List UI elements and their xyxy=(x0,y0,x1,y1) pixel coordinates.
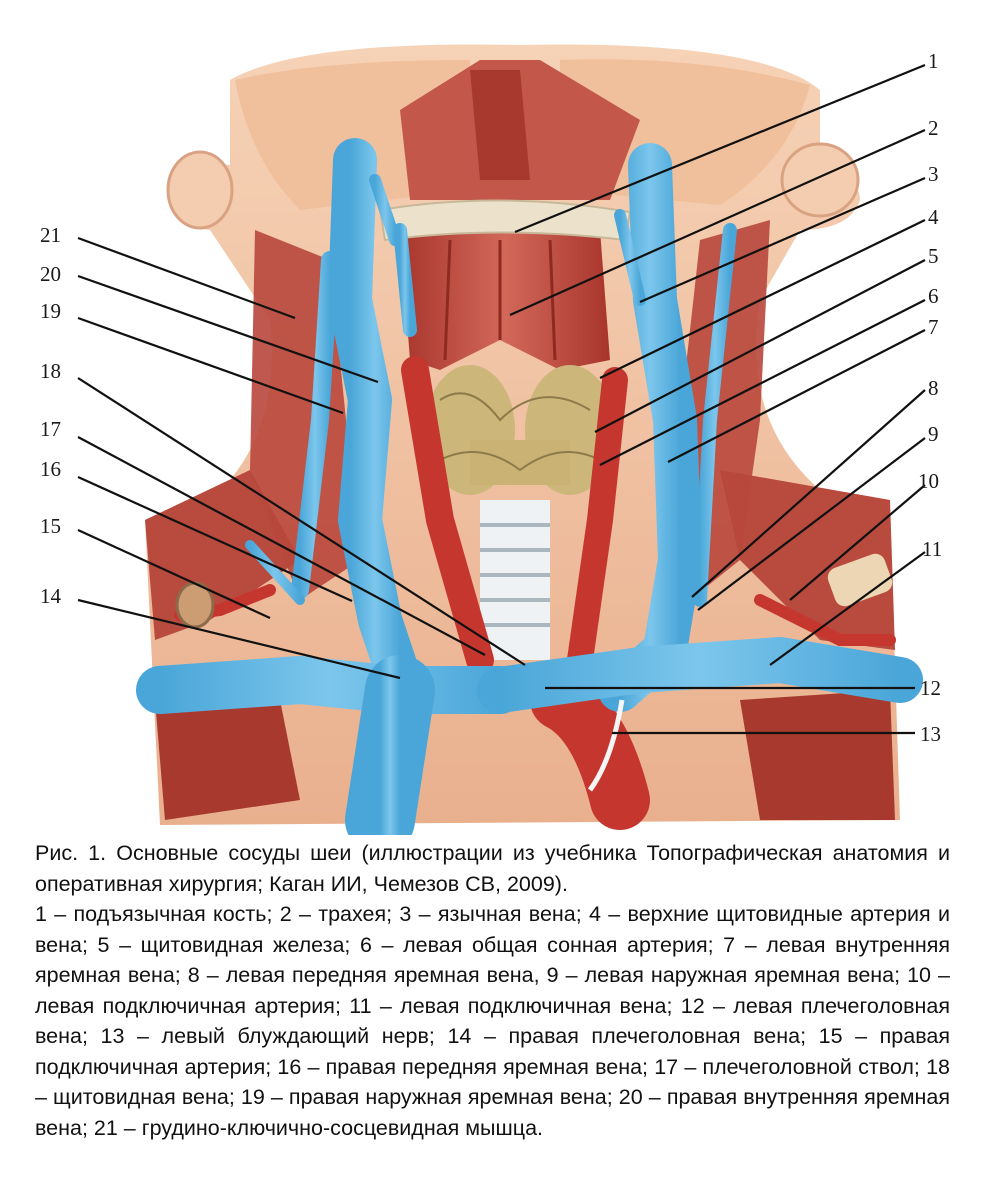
caption-title: Рис. 1. Основные сосуды шеи (иллюстрации… xyxy=(35,841,950,896)
leader-16 xyxy=(77,475,353,603)
leader-5 xyxy=(594,259,926,433)
label-2: 2 xyxy=(928,116,939,140)
label-6: 6 xyxy=(928,284,939,308)
leader-14 xyxy=(77,598,401,680)
leader-18 xyxy=(77,377,526,666)
label-19: 19 xyxy=(40,299,61,323)
label-5: 5 xyxy=(928,244,939,268)
label-18: 18 xyxy=(40,359,61,383)
label-4: 4 xyxy=(928,205,939,229)
leader-20 xyxy=(77,274,379,384)
label-10: 10 xyxy=(918,469,939,493)
leader-1 xyxy=(514,63,926,234)
leader-7 xyxy=(667,329,926,463)
leader-9 xyxy=(697,437,926,611)
figure-caption: Рис. 1. Основные сосуды шеи (иллюстрации… xyxy=(35,838,950,1143)
label-17: 17 xyxy=(40,417,61,441)
clavicle-stub xyxy=(827,553,893,607)
leader-6 xyxy=(599,299,926,466)
leader-4 xyxy=(599,219,926,379)
leader-10 xyxy=(789,484,926,601)
thyroid-gland xyxy=(425,365,615,495)
leader-21 xyxy=(77,236,296,320)
label-13: 13 xyxy=(920,722,941,746)
vagus-nerve xyxy=(587,699,625,792)
caption-legend: 1 – подъязычная кость; 2 – трахея; 3 – я… xyxy=(35,902,950,1140)
leader-15 xyxy=(77,529,271,619)
label-14: 14 xyxy=(40,584,62,608)
label-3: 3 xyxy=(928,162,939,186)
leader-8 xyxy=(691,389,926,598)
number-labels: 1 2 3 4 5 6 7 8 9 10 11 12 13 14 15 16 1… xyxy=(40,49,942,746)
leader-3 xyxy=(639,176,926,304)
leader-19 xyxy=(77,316,344,415)
label-11: 11 xyxy=(922,537,942,561)
label-9: 9 xyxy=(928,422,939,446)
veins xyxy=(136,138,923,835)
label-16: 16 xyxy=(40,457,61,481)
leader-17 xyxy=(77,436,486,656)
label-20: 20 xyxy=(40,262,61,286)
label-12: 12 xyxy=(920,676,941,700)
leader-11 xyxy=(769,551,926,666)
label-15: 15 xyxy=(40,514,61,538)
leader-lines xyxy=(77,63,926,735)
anatomy-illustration: 1 2 3 4 5 6 7 8 9 10 11 12 13 14 15 16 1… xyxy=(40,44,942,835)
label-21: 21 xyxy=(40,223,61,247)
label-8: 8 xyxy=(928,376,939,400)
leader-2 xyxy=(509,128,926,317)
label-7: 7 xyxy=(928,315,939,339)
label-1: 1 xyxy=(928,49,939,73)
